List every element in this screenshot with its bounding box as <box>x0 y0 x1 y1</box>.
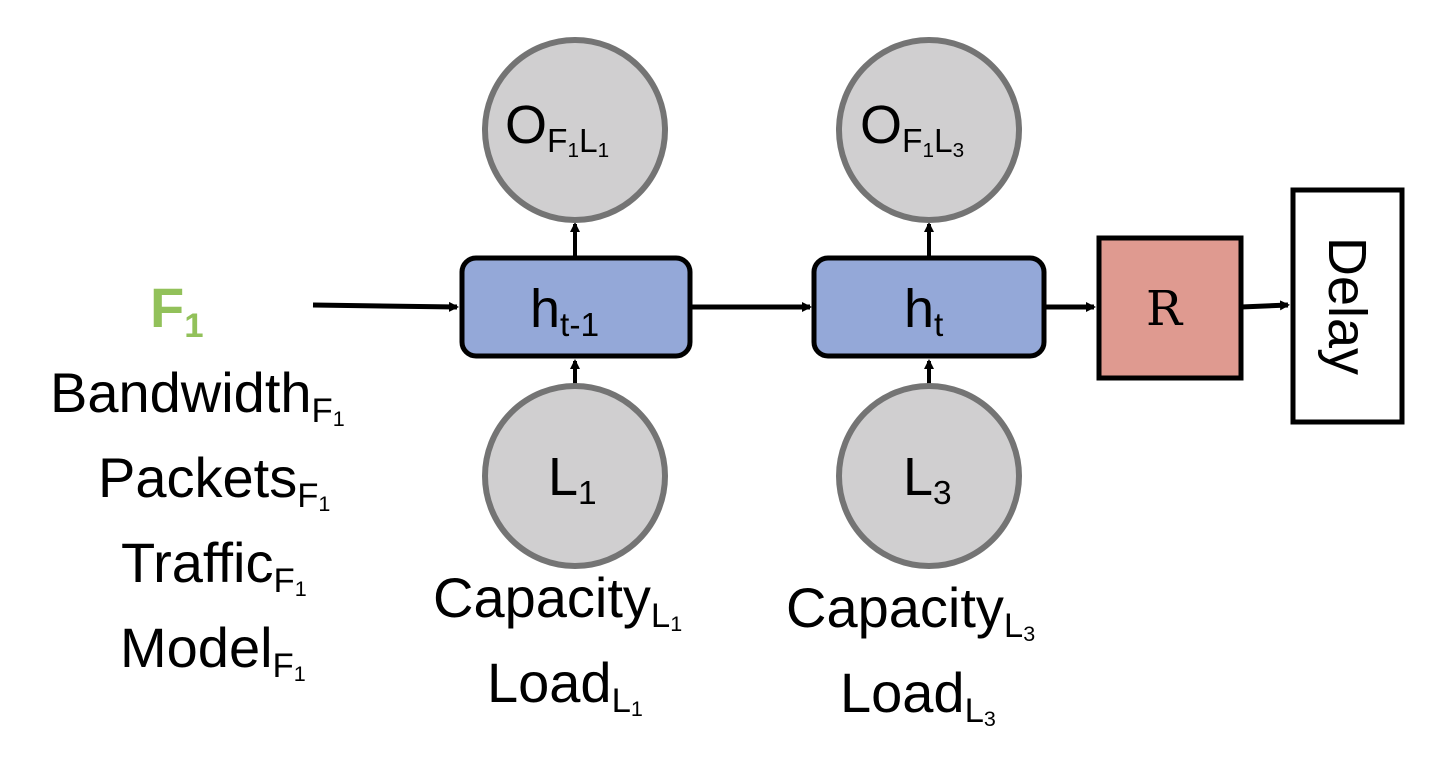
link-node-1 <box>482 383 668 569</box>
arrow-flow-to-h1 <box>312 301 459 312</box>
link-1-capacity: CapacityL1 <box>433 566 683 637</box>
link-label-3: L3 <box>903 447 952 513</box>
readout-label: R <box>1146 281 1183 337</box>
hidden-state-label-2: ht <box>904 279 944 345</box>
flow-name-sub: 1 <box>184 306 204 345</box>
flow-feature-packets: PacketsF1 <box>98 446 331 517</box>
link-3-load: LoadL3 <box>840 661 996 732</box>
flow-feature-bandwidth: BandwidthF1 <box>50 361 345 432</box>
flow-feature-traffic: TrafficF1 <box>121 531 307 602</box>
readout-box <box>1096 235 1244 381</box>
delay-label-container: Delay <box>1291 188 1402 424</box>
delay-box <box>1290 187 1405 425</box>
hidden-state-box-2 <box>811 255 1047 359</box>
output-label-1: OF1L1 <box>505 95 610 162</box>
delay-label: Delay <box>1316 236 1377 376</box>
flow-name: F <box>150 276 185 339</box>
link-label-1: L1 <box>548 447 597 513</box>
arrow-r-to-delay <box>1240 300 1290 311</box>
output-node-2 <box>836 37 1022 223</box>
link-node-3 <box>836 383 1022 569</box>
hidden-state-label-1: ht-1 <box>530 279 600 345</box>
link-3-capacity: CapacityL3 <box>786 576 1036 647</box>
flow-feature-model: ModelF1 <box>120 616 306 687</box>
output-label-2: OF1L3 <box>860 95 965 162</box>
output-node-1 <box>482 37 668 223</box>
link-1-load: LoadL1 <box>487 651 643 722</box>
hidden-state-box-1 <box>459 255 693 359</box>
flow-label: F1 <box>150 280 204 344</box>
